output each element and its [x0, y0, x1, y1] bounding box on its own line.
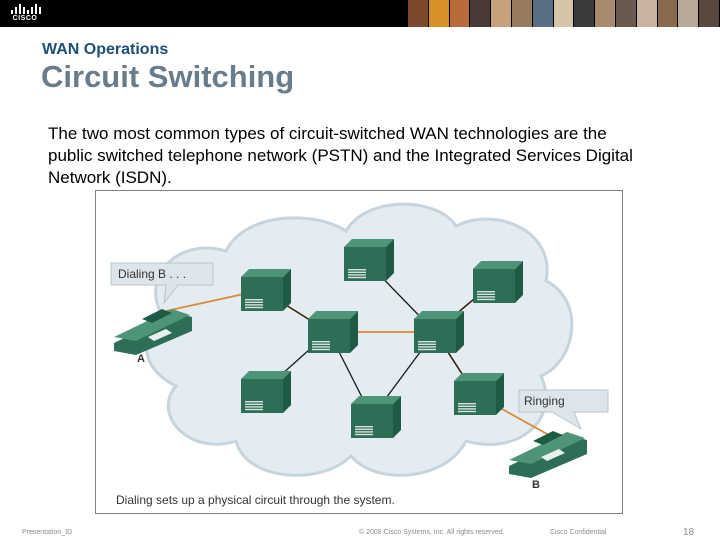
page-number: 18	[683, 527, 695, 538]
header-photo	[595, 0, 616, 27]
header-photo	[574, 0, 596, 27]
slide-subtitle: WAN Operations	[42, 41, 169, 58]
footer-presentation-id: Presentation_ID	[22, 529, 73, 536]
header-photo	[511, 0, 533, 27]
header-photo	[408, 0, 429, 27]
slide-body-text: The two most common types of circuit-swi…	[48, 124, 633, 187]
header-photo	[553, 0, 575, 27]
switch-top-center	[344, 239, 394, 281]
switch-left-upper	[241, 269, 291, 311]
callout-b-bubble	[518, 389, 609, 431]
footer-confidential: Cisco Confidential	[550, 529, 607, 536]
header-photo	[699, 0, 720, 27]
diagram-canvas	[110, 202, 609, 478]
header-photo	[532, 0, 554, 27]
switch-right-lower	[454, 373, 504, 415]
cisco-logo: CISCO	[8, 4, 42, 24]
diagram-caption: Dialing sets up a physical circuit throu…	[116, 493, 395, 507]
switch-center-left	[308, 311, 358, 353]
switch-bottom-center	[351, 396, 401, 438]
wan-switches	[241, 239, 523, 438]
phone-b-label: B	[532, 479, 540, 491]
header-photo	[491, 0, 512, 27]
header-bar: CISCO	[0, 0, 720, 27]
switch-right-upper	[473, 261, 523, 303]
footer-copyright: © 2008 Cisco Systems, Inc. All rights re…	[359, 529, 505, 536]
phone-b-icon	[509, 431, 587, 478]
callout-a-text: Dialing B . . .	[118, 267, 187, 281]
logo-text: CISCO	[12, 15, 38, 22]
header-photo-strip	[408, 0, 720, 27]
callouts	[110, 262, 609, 431]
header-photo	[428, 0, 450, 27]
phone-a-label: A	[137, 353, 145, 365]
circuit-switching-diagram: Dialing B . . . Ringing A B Dialing sets…	[95, 190, 623, 514]
callout-b-text: Ringing	[524, 394, 565, 408]
switch-center-right	[414, 311, 464, 353]
slide-title: Circuit Switching	[41, 59, 295, 94]
header-photo	[636, 0, 658, 27]
switch-left-lower	[241, 371, 291, 413]
phone-a-icon	[114, 309, 192, 355]
callout-a-bubble	[110, 262, 214, 305]
header-photo	[449, 0, 471, 27]
header-photo	[678, 0, 700, 27]
header-photo	[615, 0, 637, 27]
header-photo	[470, 0, 492, 27]
header-photo	[657, 0, 679, 27]
